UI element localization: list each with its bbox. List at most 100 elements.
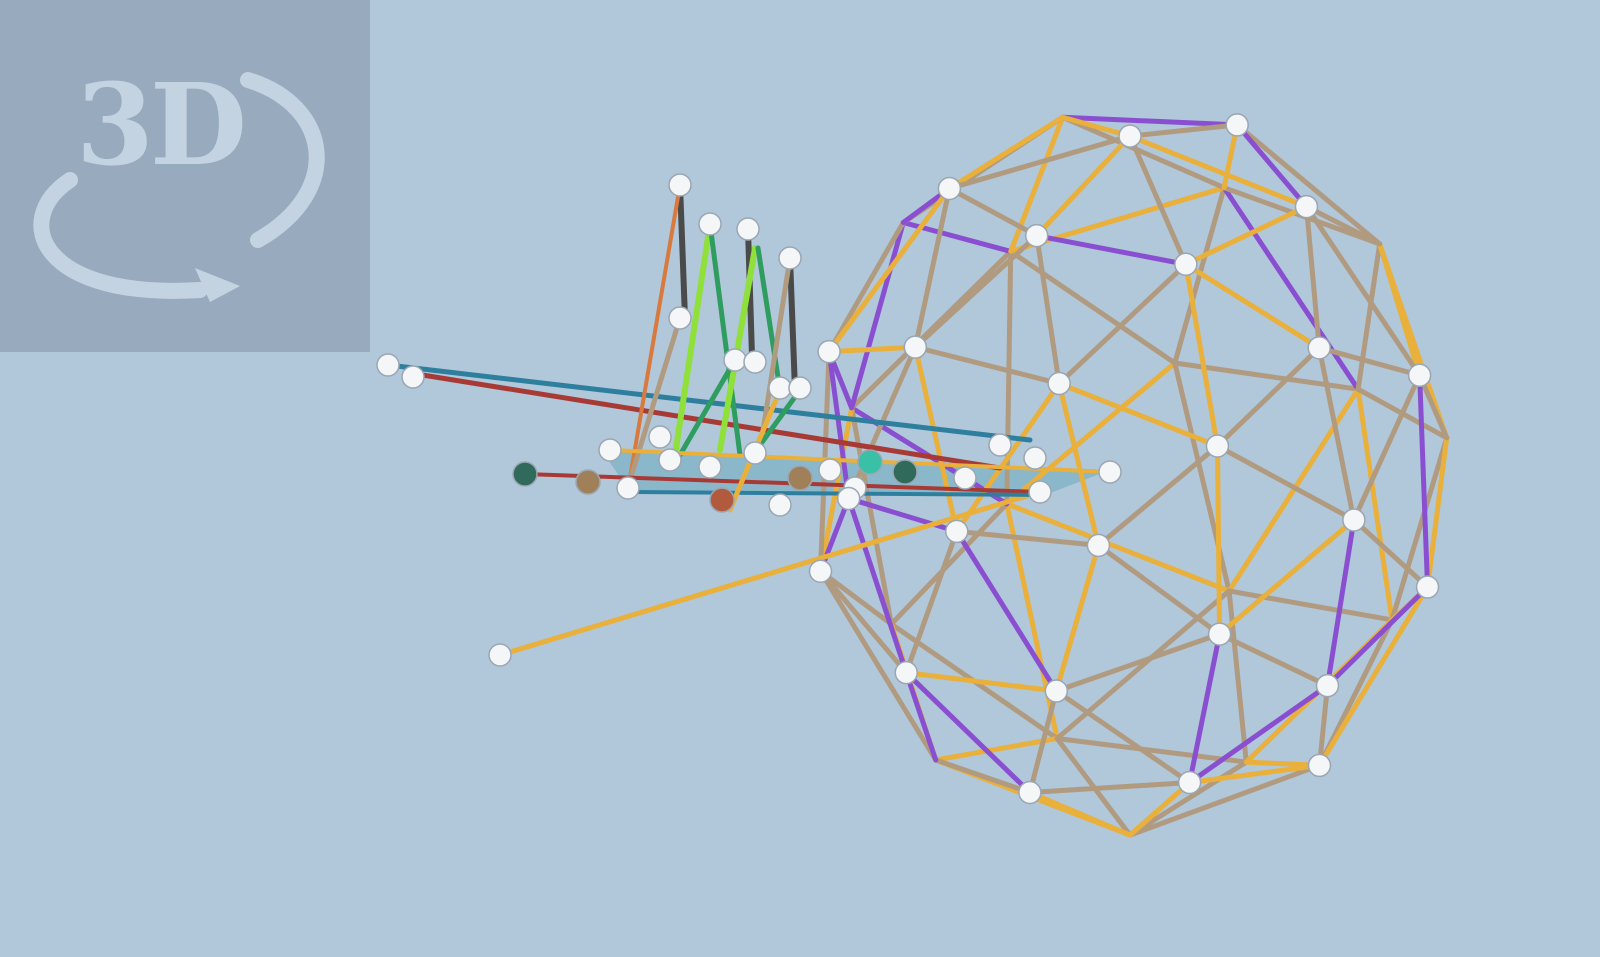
mode-badge[interactable]: 3D (0, 0, 370, 352)
strut[interactable] (826, 185, 952, 355)
ball-node[interactable] (575, 469, 601, 495)
ball-node[interactable] (616, 476, 640, 500)
strut[interactable] (903, 670, 1033, 795)
strut[interactable] (903, 528, 960, 676)
ball-node[interactable] (736, 217, 760, 241)
strut[interactable] (1303, 204, 1423, 378)
strut[interactable] (757, 255, 793, 453)
ball-node[interactable] (836, 486, 861, 511)
ball-node[interactable] (953, 466, 977, 490)
strut[interactable] (1234, 122, 1309, 210)
strut[interactable] (1221, 185, 1361, 392)
strut[interactable] (707, 221, 743, 458)
strut[interactable] (954, 381, 1062, 534)
ball-node[interactable] (988, 433, 1012, 457)
strut[interactable] (1127, 133, 1309, 210)
ball-node[interactable] (743, 441, 767, 465)
strut[interactable] (1034, 233, 1062, 387)
ball-node[interactable] (1415, 575, 1440, 599)
ball-node[interactable] (894, 660, 919, 685)
strut[interactable] (1234, 122, 1383, 247)
strut[interactable] (818, 405, 855, 574)
strut[interactable] (1351, 372, 1423, 523)
strut[interactable] (1127, 762, 1322, 838)
strut[interactable] (1214, 345, 1322, 449)
ball-node[interactable] (903, 335, 928, 359)
strut[interactable] (1095, 542, 1223, 637)
ball-node[interactable] (598, 438, 622, 462)
strut[interactable] (933, 736, 1060, 763)
strut[interactable] (1127, 122, 1240, 139)
ball-node[interactable] (1225, 113, 1249, 137)
strut[interactable] (1056, 381, 1220, 449)
strut[interactable] (888, 501, 1010, 627)
strut[interactable] (1214, 443, 1223, 637)
strut[interactable] (677, 182, 688, 321)
strut[interactable] (933, 757, 1033, 795)
ball-node[interactable] (1205, 434, 1230, 458)
strut[interactable] (1053, 688, 1193, 786)
ball-node[interactable] (1086, 533, 1111, 558)
strut[interactable] (1183, 261, 1322, 351)
strut[interactable] (954, 528, 1101, 548)
strut[interactable] (912, 233, 1040, 350)
strut[interactable] (1034, 233, 1189, 267)
ball-node[interactable] (778, 246, 802, 270)
strut[interactable] (1226, 588, 1249, 765)
strut[interactable] (1316, 683, 1331, 768)
ball-node[interactable] (648, 425, 672, 449)
ball-node[interactable] (892, 459, 918, 485)
ball-node[interactable] (1023, 446, 1047, 470)
ball-node[interactable] (698, 212, 722, 236)
strut[interactable] (757, 387, 803, 448)
ball-node[interactable] (1174, 252, 1198, 277)
strut[interactable] (1214, 443, 1357, 523)
strut[interactable] (849, 405, 894, 627)
strut[interactable] (912, 344, 960, 534)
strut[interactable] (1053, 542, 1101, 694)
ball-node[interactable] (1294, 194, 1319, 219)
strut[interactable] (1377, 241, 1423, 378)
strut[interactable] (1053, 631, 1223, 694)
ball-node[interactable] (944, 519, 969, 544)
ball-node[interactable] (937, 176, 962, 201)
ball-node[interactable] (1018, 780, 1042, 805)
strut[interactable] (946, 133, 1133, 191)
strut[interactable] (497, 489, 1043, 658)
strut[interactable] (1060, 114, 1240, 128)
ball-node[interactable] (1307, 336, 1331, 360)
ball-node[interactable] (1315, 673, 1340, 698)
strut[interactable] (1060, 114, 1227, 191)
strut[interactable] (1095, 443, 1220, 548)
ball-node[interactable] (376, 353, 400, 377)
strut[interactable] (1351, 517, 1431, 590)
ball-node[interactable] (512, 461, 538, 487)
strut[interactable] (1004, 360, 1178, 507)
ball-node[interactable] (1098, 460, 1122, 484)
strut[interactable] (1187, 683, 1331, 786)
strut[interactable] (1316, 584, 1431, 768)
strut[interactable] (1355, 241, 1383, 392)
strut[interactable] (912, 344, 1062, 387)
ball-node[interactable] (1047, 371, 1071, 396)
strut[interactable] (755, 245, 783, 393)
strut[interactable] (1355, 386, 1395, 623)
ball-node[interactable] (723, 348, 747, 372)
strut[interactable] (946, 114, 1066, 191)
strut[interactable] (846, 496, 960, 534)
strut[interactable] (1127, 780, 1193, 838)
strut[interactable] (826, 344, 918, 355)
strut[interactable] (1056, 261, 1189, 387)
ball-node[interactable] (1407, 363, 1432, 388)
strut[interactable] (818, 568, 909, 676)
strut[interactable] (903, 670, 1059, 694)
strut[interactable] (1183, 261, 1220, 449)
strut[interactable] (1008, 248, 1178, 366)
ball-node[interactable] (1177, 770, 1202, 795)
strut[interactable] (946, 185, 1040, 239)
strut[interactable] (1127, 133, 1189, 267)
strut[interactable] (1027, 688, 1059, 795)
plane-surface[interactable] (600, 448, 1110, 495)
strut[interactable] (826, 219, 906, 355)
